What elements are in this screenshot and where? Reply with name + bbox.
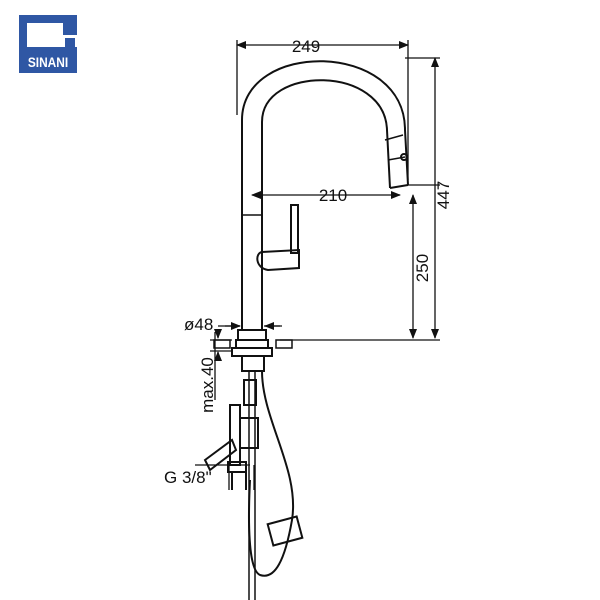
spray-head xyxy=(266,515,304,547)
dim-48-label: ø48 xyxy=(184,315,213,334)
dim-447-label: 447 xyxy=(434,181,453,209)
connection-label: G 3/8" xyxy=(164,468,212,487)
lever-body xyxy=(256,248,300,272)
sinani-logo: SINANI xyxy=(19,15,77,73)
logo-text: SINANI xyxy=(27,54,69,70)
dim-249-label: 249 xyxy=(292,37,320,56)
deck-thickness-label: max.40 xyxy=(198,357,217,413)
dim-250-label: 250 xyxy=(413,254,432,282)
spout-inner xyxy=(261,79,391,330)
lever-handle xyxy=(290,204,299,254)
dim-210-label: 210 xyxy=(319,186,347,205)
spout-outer xyxy=(241,60,409,330)
